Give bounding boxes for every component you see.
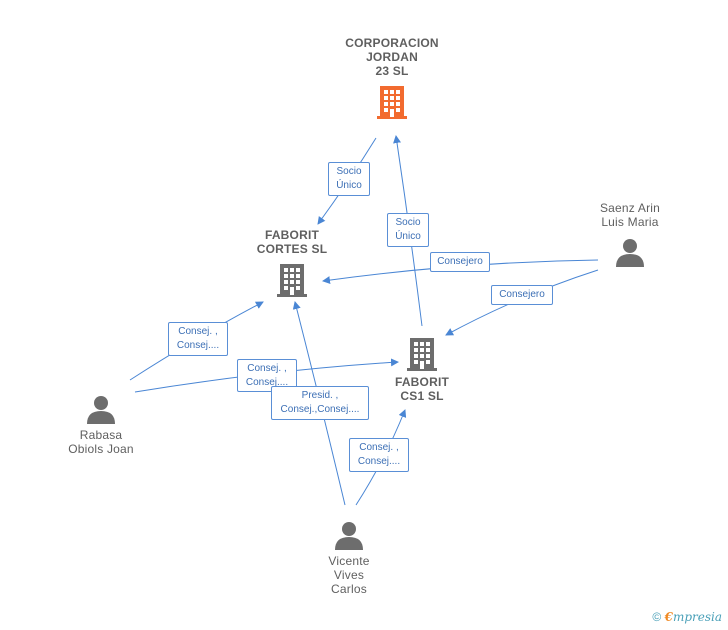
brand-logo: €mpresia [664,610,722,624]
node-saenz-arin[interactable]: Saenz Arin Luis Maria [570,201,690,267]
relation-label[interactable]: Socio Único [387,213,429,247]
relation-label[interactable]: Consejero [430,252,490,272]
footer-credit: © €mpresia [652,610,722,624]
building-icon [377,86,407,119]
node-name: Rabasa Obiols Joan [68,428,134,456]
node-faborit-cortes[interactable]: FABORIT CORTES SL [232,228,352,298]
person-icon [87,396,115,424]
person-icon [616,239,644,267]
node-name: FABORIT CORTES SL [256,228,328,256]
node-name: Vicente Vives Carlos [328,554,370,596]
node-corporacion-jordan[interactable]: CORPORACION JORDAN 23 SL [332,36,452,120]
node-name: Saenz Arin Luis Maria [599,201,661,229]
person-icon [335,522,363,550]
relation-label[interactable]: Socio Único [328,162,370,196]
node-name: CORPORACION JORDAN 23 SL [345,36,439,78]
relation-label[interactable]: Consej. , Consej.... [237,359,297,392]
building-icon [277,264,307,297]
copyright-symbol: © [652,610,662,624]
relation-label[interactable]: Consej. , Consej.... [168,322,228,356]
relation-label[interactable]: Consejero [491,285,553,305]
node-name: FABORIT CS1 SL [394,375,450,403]
relation-label[interactable]: Presid. , Consej.,Consej.... [271,386,369,420]
node-rabasa-obiols[interactable]: Rabasa Obiols Joan [46,394,156,456]
relation-label[interactable]: Consej. , Consej.... [349,438,409,472]
node-vicente-vives[interactable]: Vicente Vives Carlos [294,520,404,596]
building-icon [407,338,437,371]
node-faborit-cs1[interactable]: FABORIT CS1 SL [362,336,482,403]
